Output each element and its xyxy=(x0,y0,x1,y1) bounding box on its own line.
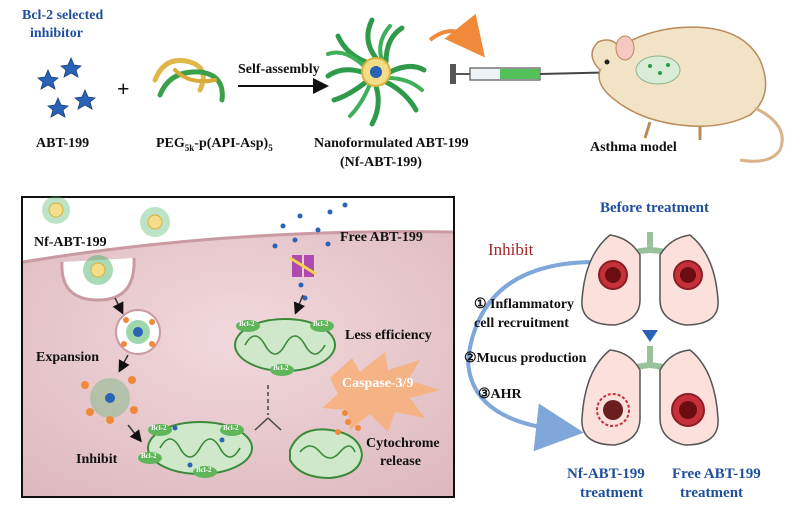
expanded-particle xyxy=(81,376,138,424)
inhibit-red-label: Inhibit xyxy=(488,240,534,259)
item1-line1: ① Inflammatory xyxy=(474,297,575,312)
expansion-label: Expansion xyxy=(36,350,100,365)
peg-polymer xyxy=(152,58,225,103)
rat-illustration xyxy=(591,26,784,163)
endocytosis-pocket xyxy=(60,257,136,302)
peg-label: PEG5k-p(API-Asp)5 xyxy=(156,136,273,153)
self-assembly-label: Self-assembly xyxy=(238,62,320,77)
nf-particles-small xyxy=(42,196,170,285)
mitochondrion-inhibited xyxy=(138,421,253,478)
injection-arrow xyxy=(428,13,486,58)
mitochondrion-damaged xyxy=(289,410,364,480)
inhibitor-label-line1: Bcl-2 selected xyxy=(22,8,104,23)
free-abt199-label: Free ABT-199 xyxy=(340,230,423,245)
before-treatment-label: Before treatment xyxy=(600,200,709,216)
free-treatment-line1: Free ABT-199 xyxy=(672,466,761,482)
caspase-label: Caspase-3/9 xyxy=(342,376,414,391)
cytochrome-label-line2: release xyxy=(380,454,421,469)
bcl2-tag: Bcl-2 xyxy=(141,452,157,460)
bcl2-tag: Bcl-2 xyxy=(313,320,329,328)
abt199-label: ABT-199 xyxy=(36,136,90,151)
nf-treatment-line1: Nf-ABT-199 xyxy=(567,466,645,482)
cytochrome-label-line1: Cytochrome xyxy=(366,436,440,451)
nf-treatment-line2: treatment xyxy=(580,485,644,501)
lung-after xyxy=(581,346,719,446)
less-efficiency-label: Less efficiency xyxy=(345,328,432,343)
bcl2-tag: Bcl-2 xyxy=(273,364,289,372)
abt199-molecules xyxy=(37,56,96,118)
free-treatment-line2: treatment xyxy=(680,485,744,501)
inhibit-arrow xyxy=(465,259,601,452)
bcl2-tag: Bcl-2 xyxy=(239,320,255,328)
nf-abt199-label: Nf-ABT-199 xyxy=(34,235,107,250)
asthma-model-label: Asthma model xyxy=(590,140,677,155)
nano-label-line1: Nanoformulated ABT-199 xyxy=(314,136,469,151)
mitochondrion-free xyxy=(234,318,336,376)
item3-label: ③AHR xyxy=(478,387,522,402)
plus-sign: + xyxy=(117,76,130,101)
lung-before xyxy=(581,232,719,326)
item1-line2: cell recruitment xyxy=(474,316,569,331)
endosome xyxy=(115,309,161,355)
caspase-burst xyxy=(322,352,440,432)
nanoparticle-large xyxy=(325,17,427,127)
free-drug-dots xyxy=(272,202,348,301)
membrane-transporter xyxy=(289,255,317,277)
down-arrow xyxy=(642,330,658,342)
inhibit-label: Inhibit xyxy=(76,452,118,467)
bcl2-tag: Bcl-2 xyxy=(196,466,212,474)
bcl2-tag: Bcl-2 xyxy=(223,424,239,432)
bcl2-tag: Bcl-2 xyxy=(151,424,167,432)
nano-label-line2: (Nf-ABT-199) xyxy=(340,155,422,170)
item2-label: ②Mucus production xyxy=(464,351,587,366)
inhibitor-label-line2: inhibitor xyxy=(30,26,83,41)
syringe-icon xyxy=(450,64,626,84)
